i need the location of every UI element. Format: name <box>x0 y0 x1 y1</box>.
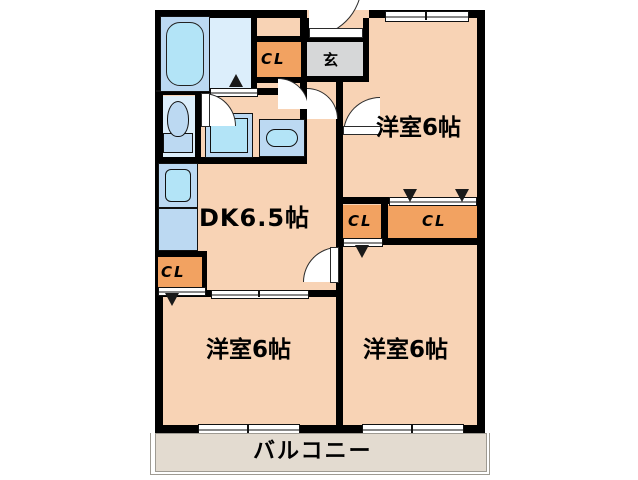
label-room-top-right: 洋室6帖 <box>376 115 462 141</box>
label-room-bottom-left: 洋室6帖 <box>206 337 292 363</box>
entrance-door-leaf <box>309 28 363 38</box>
door-bath-sliding <box>210 88 258 97</box>
window-top-right-room <box>385 11 469 22</box>
closet-entrance <box>257 42 301 77</box>
label-dining-kitchen: DK6.5帖 <box>199 204 311 232</box>
window-bath-left <box>156 90 160 92</box>
door-bath-arrow-icon <box>229 74 243 87</box>
door-dk-bl-mullion <box>258 290 260 297</box>
kitchen-stove <box>158 208 198 251</box>
label-closet-entrance: CL <box>261 50 286 68</box>
window-mullion-top <box>425 11 427 20</box>
label-closet-right: CL <box>422 212 447 230</box>
label-balcony: バルコニー <box>253 439 373 464</box>
balcony-outline <box>150 433 490 475</box>
wall-washroom-bottom <box>155 157 307 164</box>
door-dk-bottomleft-opening <box>211 290 309 299</box>
wall-toilet-right <box>195 95 201 163</box>
wall-entrance-top <box>303 36 369 42</box>
label-closet-center: CL <box>348 212 373 230</box>
label-closet-dk: CL <box>161 263 186 281</box>
wall-right-exterior <box>477 10 485 433</box>
wall-entrance-right <box>363 18 369 80</box>
door-dk-bottomright-leaf <box>330 247 339 283</box>
door-washroom-leaf <box>201 93 210 127</box>
closet-center <box>343 205 381 238</box>
wall-cl-dk-top <box>155 251 207 257</box>
door-topright-cl-opening <box>389 197 477 206</box>
washbasin-bowl <box>266 129 298 147</box>
closet-right <box>388 205 477 238</box>
wall-cl-band-divider <box>381 204 388 244</box>
wall-cl-band-left <box>336 204 343 244</box>
balcony-area <box>155 433 487 472</box>
closet-dk <box>158 257 202 287</box>
wall-cl-band-bottom <box>336 238 485 245</box>
label-entrance: 玄 <box>323 51 339 69</box>
wall-between-bottom-rooms <box>336 244 343 433</box>
wall-dk-right-upper <box>336 76 343 204</box>
wall-top-left <box>155 10 307 18</box>
door-cl-center-arrow-icon <box>355 245 369 258</box>
door-cl-right-arrow-icon <box>403 189 417 202</box>
door-cl-right-arrow2-icon <box>455 189 469 202</box>
window-mullion-br <box>411 424 413 433</box>
door-cl-dk-arrow-icon <box>165 293 179 306</box>
door-topright-room-leaf <box>343 126 381 135</box>
window-mullion-bl <box>247 424 249 433</box>
door-cl-dk-opening <box>158 287 206 296</box>
wall-cl-entrance-top <box>255 36 303 42</box>
wall-cl-entrance-left <box>251 36 257 83</box>
wall-bottom-exterior <box>155 425 485 433</box>
wall-cl-entrance-right <box>300 18 307 90</box>
wall-cl-dk-right <box>201 251 207 293</box>
toilet-bowl <box>167 101 189 137</box>
label-room-bottom-right: 洋室6帖 <box>363 337 449 363</box>
kitchen-sink <box>165 169 191 202</box>
bathtub <box>166 22 204 86</box>
entrance-floor <box>307 42 369 78</box>
